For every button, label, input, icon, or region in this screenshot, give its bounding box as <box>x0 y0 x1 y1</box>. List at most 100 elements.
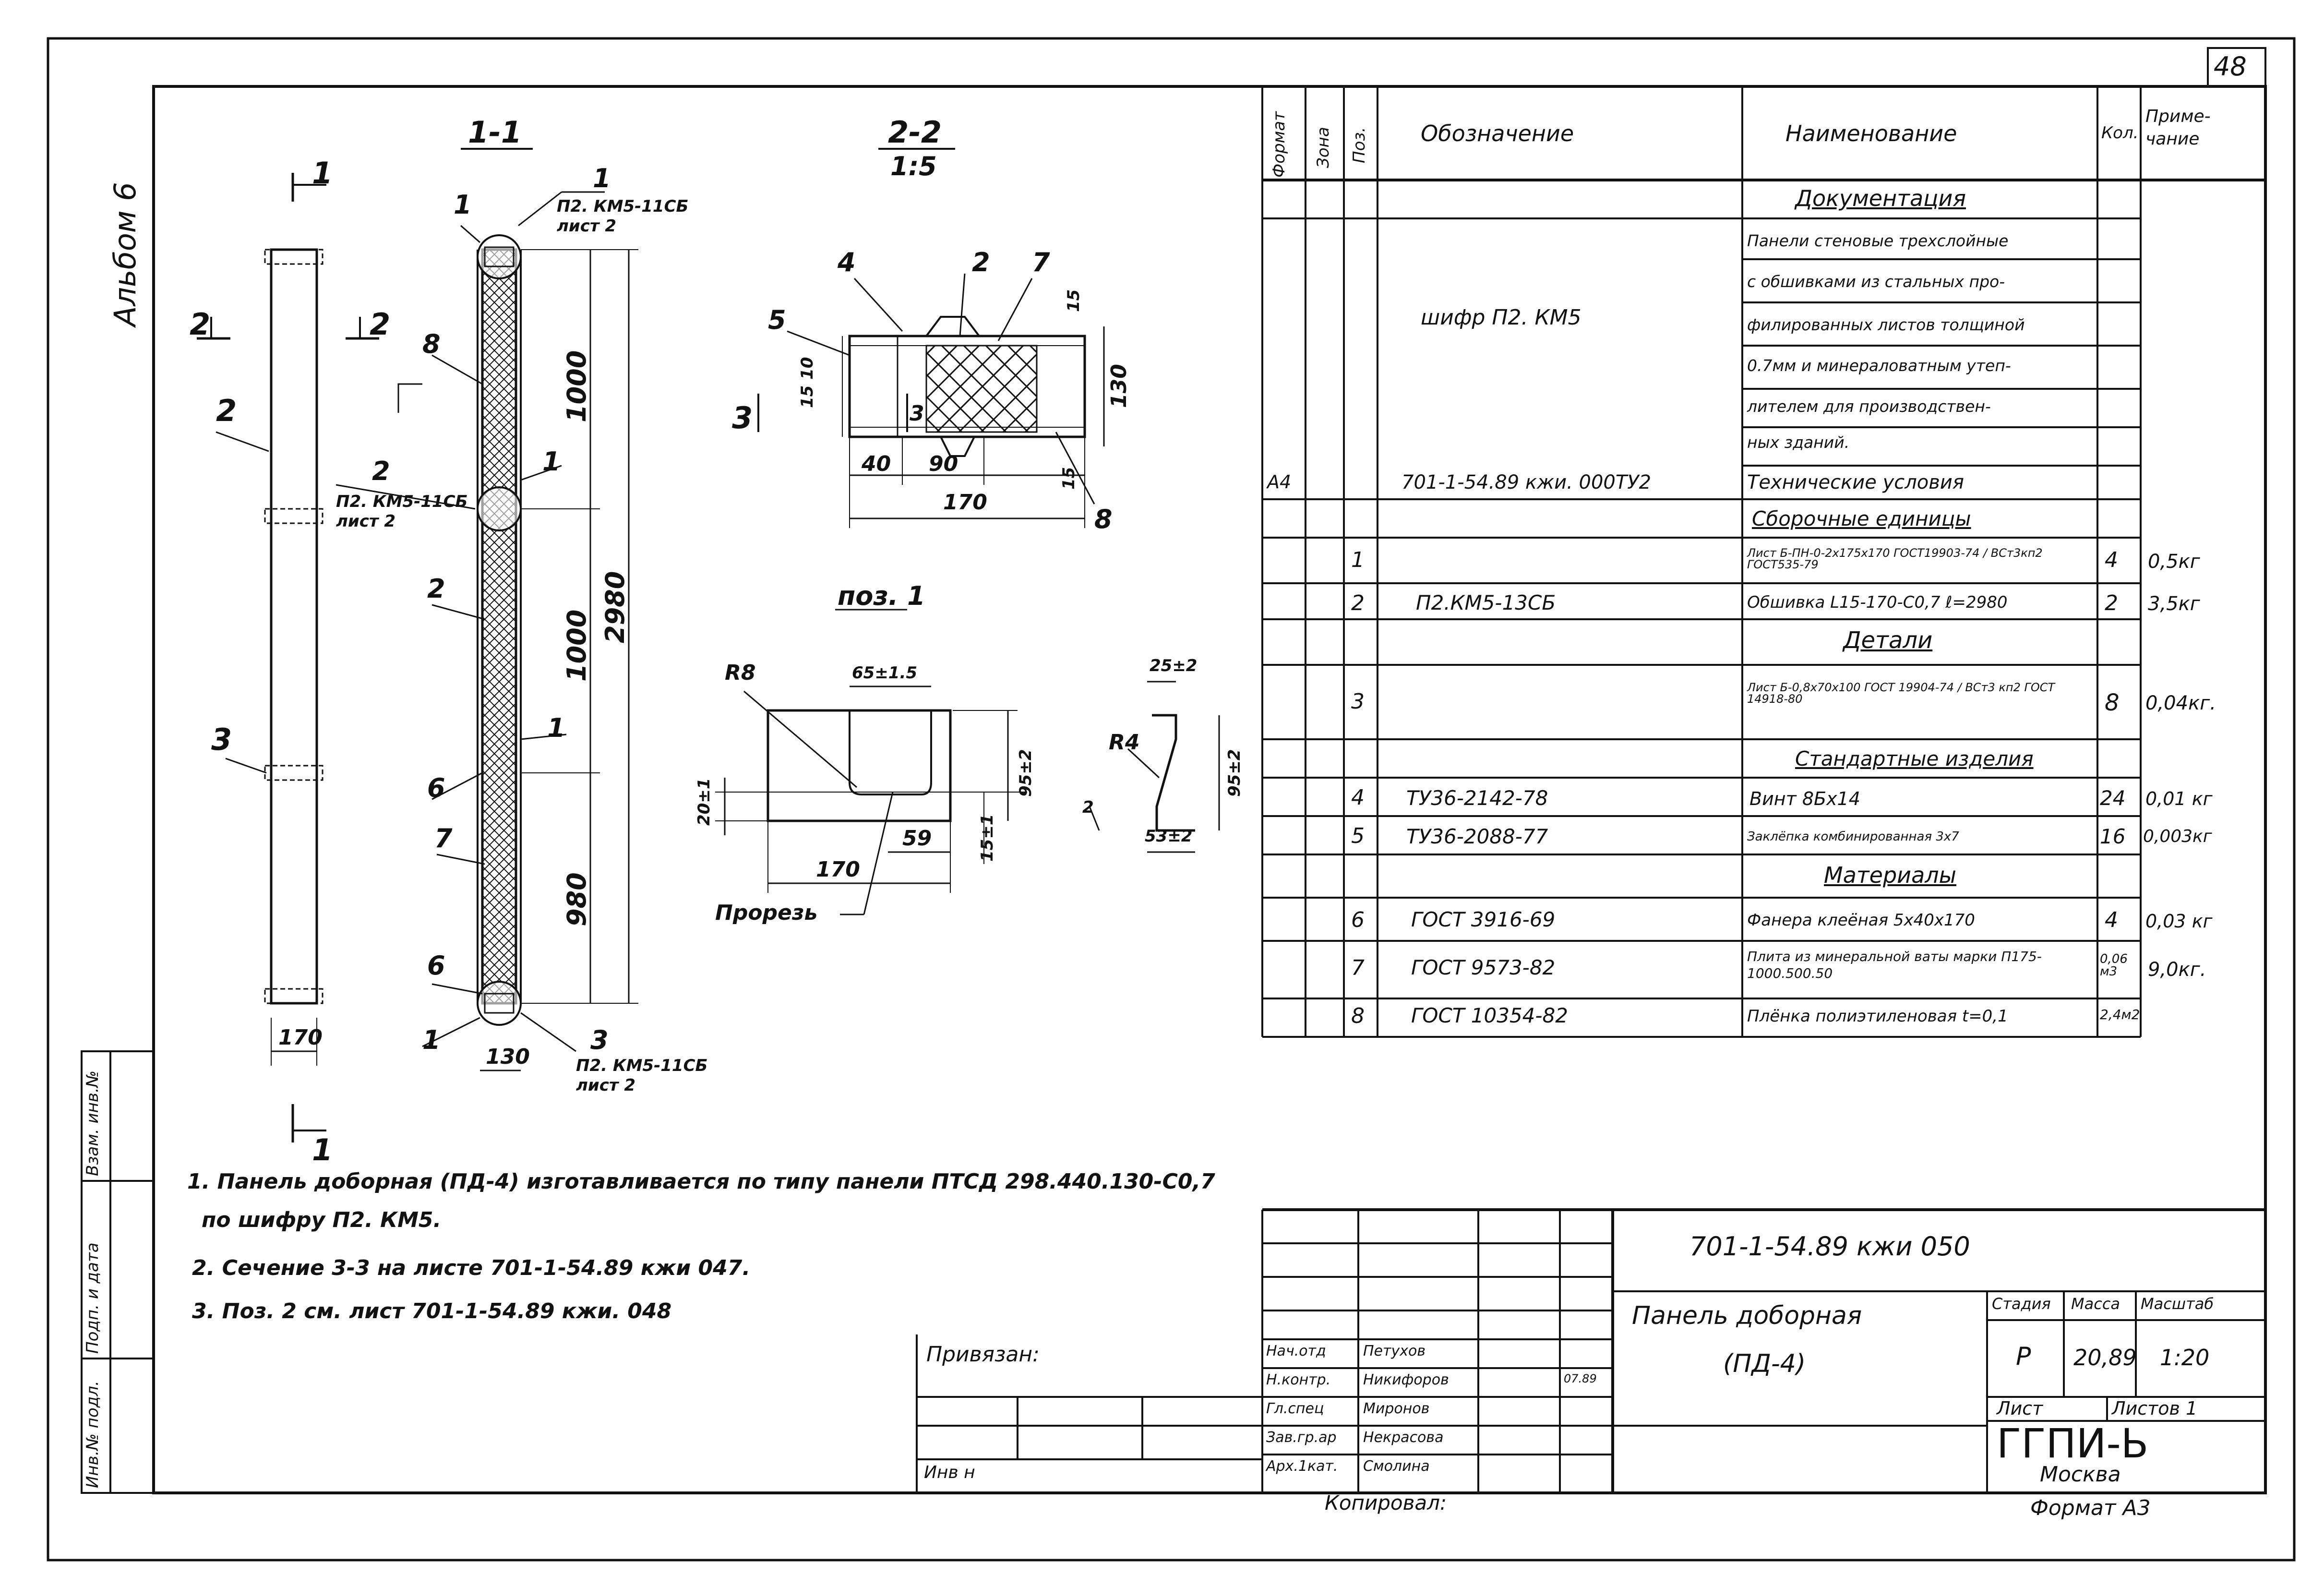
pos1-dim-20: 20±1 <box>695 778 714 826</box>
d22-dim-15-bottom: 15 <box>1059 467 1078 490</box>
row-cipher-designation: шифр П2. КМ5 <box>1421 305 1581 330</box>
row3-qty: 8 <box>2105 689 2120 716</box>
row3-name: Лист Б-0,8х70х100 ГОСТ 19904-74 / ВСт3 к… <box>1747 681 2055 706</box>
side-stamp-inv: Инв.№ подл. <box>83 1381 102 1488</box>
sheet-label: Лист <box>1997 1398 2043 1419</box>
section-details: Детали <box>1843 627 1933 654</box>
pos1-title: поз. 1 <box>838 581 925 611</box>
section-assemblies: Сборочные единицы <box>1752 507 1971 530</box>
staff-name-5: Смолина <box>1363 1458 1430 1475</box>
pos1-dim-65: 65±1.5 <box>852 663 918 683</box>
row6-note: 0,03 кг <box>2145 911 2213 932</box>
row1-qty: 4 <box>2105 548 2118 572</box>
row1-pos: 1 <box>1351 548 1365 572</box>
mass-label: Масса <box>2071 1295 2120 1313</box>
s11-callout-1b: 1 <box>454 190 472 220</box>
s11-callout-2b: 2 <box>427 574 445 604</box>
row5-pos: 5 <box>1351 824 1365 848</box>
dim-2980: 2980 <box>600 571 630 643</box>
row2-note: 3,5кг <box>2148 593 2200 615</box>
section-standard: Стандартные изделия <box>1795 747 2034 770</box>
sheet-number-box <box>2207 47 2266 87</box>
side-stamp <box>81 1050 155 1494</box>
album-label: Альбом 6 <box>108 182 143 326</box>
staff-role-4: Зав.гр.ар <box>1266 1429 1337 1446</box>
s11-callout-7: 7 <box>434 823 453 854</box>
staff-role-5: Арх.1кат. <box>1266 1458 1338 1475</box>
row4-pos: 4 <box>1351 785 1365 810</box>
section-materials: Материалы <box>1824 862 1956 888</box>
row6-qty: 4 <box>2105 908 2118 932</box>
row-tu-name: Технические условия <box>1747 471 1964 493</box>
sheet-number: 48 <box>2214 51 2247 82</box>
title-line-1: Панель доборная <box>1632 1301 1862 1330</box>
row5-qty: 16 <box>2100 825 2126 848</box>
d22-dim-170: 170 <box>943 490 987 515</box>
row3-pos: 3 <box>1351 689 1365 714</box>
row7-designation: ГОСТ 9573-82 <box>1411 956 1556 979</box>
row-cipher-name-4: 0.7мм и минераловатным утеп- <box>1747 356 2011 375</box>
d22-dim-40: 40 <box>862 452 891 476</box>
section-documentation: Документация <box>1795 185 1966 211</box>
s11-callout-1d: 1 <box>547 713 565 743</box>
title-code: 701-1-54.89 кжи 050 <box>1689 1231 1970 1262</box>
staff-name-4: Некрасова <box>1363 1429 1444 1446</box>
staff-date: 07.89 <box>1564 1372 1597 1385</box>
row2-qty: 2 <box>2105 591 2118 615</box>
row7-name: Плита из минеральной ваты марки П175-100… <box>1747 949 2042 981</box>
s11-callout-6a: 6 <box>427 773 445 803</box>
row1-note: 0,5кг <box>2148 551 2200 573</box>
row8-pos: 8 <box>1351 1004 1365 1028</box>
header-format: Формат <box>1270 111 1289 178</box>
d22-callout-4: 4 <box>838 247 856 277</box>
row-cipher-name-5: лителем для производствен- <box>1747 397 1991 416</box>
cut-mark-3: 3 <box>732 400 753 435</box>
elev-callout-3: 3 <box>211 722 232 757</box>
row-tu-designation: 701-1-54.89 кжи. 000ТУ2 <box>1402 471 1652 493</box>
dim-1000-a: 1000 <box>562 350 592 422</box>
profile-dim-53: 53±2 <box>1145 827 1193 846</box>
s11-thickness-dim: 130 <box>486 1045 530 1069</box>
stage-label: Стадия <box>1992 1295 2051 1313</box>
row2-designation: П2.КМ5-13СБ <box>1416 591 1556 614</box>
row-tu-format: А4 <box>1267 471 1292 493</box>
d22-callout-7: 7 <box>1032 247 1050 277</box>
row-cipher-name-1: Панели стеновые трехслойные <box>1747 231 2009 250</box>
pos1-dim-15: 15±1 <box>978 814 997 862</box>
d22-dim-15-top: 15 <box>1064 289 1083 312</box>
title-line-2: (ПД-4) <box>1723 1349 1806 1378</box>
row5-note: 0,003кг <box>2143 827 2212 846</box>
s11-callout-1c: 1 <box>542 446 561 477</box>
cut-mark-2-right: 2 <box>370 307 391 342</box>
d22-callout-5: 5 <box>768 305 786 335</box>
row8-designation: ГОСТ 10354-82 <box>1411 1004 1568 1027</box>
s11-callout-6b: 6 <box>427 950 445 981</box>
dim-980: 980 <box>562 872 592 926</box>
header-note: Приме- чание <box>2145 107 2211 149</box>
d22-callout-2: 2 <box>972 247 990 277</box>
row4-qty: 24 <box>2100 786 2126 810</box>
section-1-1 <box>335 148 638 1071</box>
section-2-2 <box>757 148 1105 528</box>
profile-dim-25: 25±2 <box>1150 656 1198 675</box>
row-cipher-name-2: с обшивками из стальных про- <box>1747 272 2005 291</box>
side-stamp-sign: Подп. и дата <box>83 1242 102 1354</box>
section-1-1-title: 1-1 <box>468 115 522 150</box>
inner-frame <box>152 85 2267 1494</box>
panel-ref-top: П2. КМ5-11СБ лист 2 <box>557 197 689 236</box>
row5-name: Заклёпка комбинированная 3х7 <box>1747 830 1959 844</box>
format-label: Формат А3 <box>2030 1496 2151 1520</box>
row4-note: 0,01 кг <box>2145 788 2213 809</box>
row6-pos: 6 <box>1351 908 1365 932</box>
sheets-label: Листов 1 <box>2112 1398 2198 1419</box>
staff-name-1: Петухов <box>1363 1343 1426 1359</box>
row1-name: Лист Б-ПН-0-2х175х170 ГОСТ19903-74 / ВСт… <box>1747 546 2043 571</box>
staff-name-3: Миронов <box>1363 1400 1430 1417</box>
row7-pos: 7 <box>1351 956 1365 980</box>
note-1: 1. Панель доборная (ПД-4) изготавливаетс… <box>187 1169 1215 1194</box>
profile-radius: R4 <box>1109 730 1140 755</box>
panel-elevation <box>197 173 422 1142</box>
d22-dim-15-10: 15 10 <box>798 357 817 408</box>
cut-mark-3b: 3 <box>910 401 924 426</box>
